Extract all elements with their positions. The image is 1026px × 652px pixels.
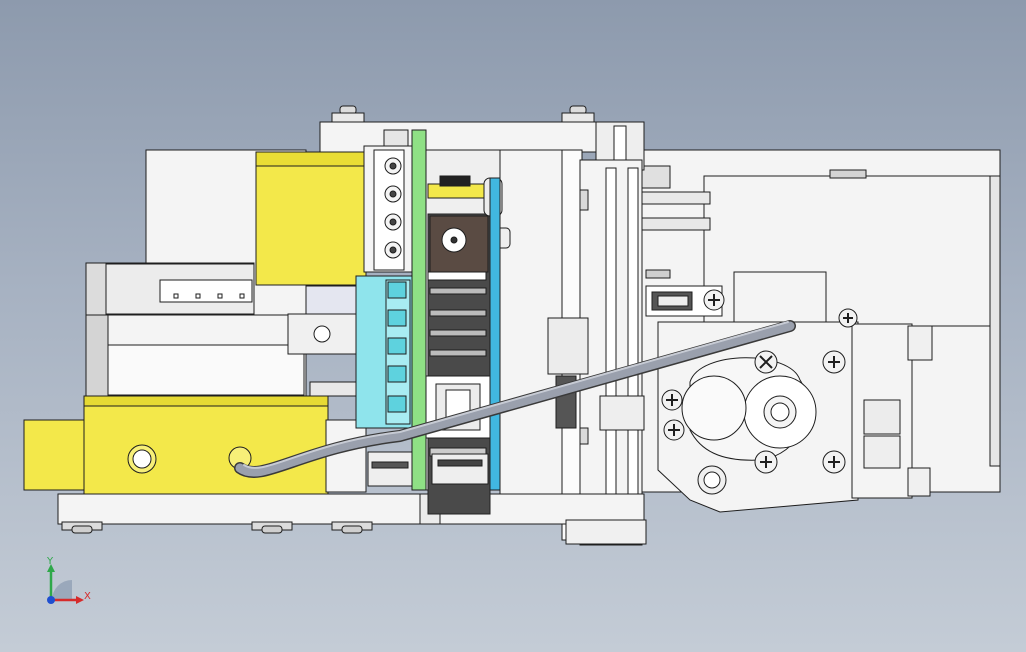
upper-yellow-block xyxy=(255,151,367,286)
pcb-lower-connectors xyxy=(367,451,489,487)
triad-origin xyxy=(47,596,55,604)
green-pcb xyxy=(411,129,427,491)
center-rail xyxy=(499,149,645,546)
screws xyxy=(661,289,858,474)
base-plate xyxy=(57,493,647,545)
gear-motor xyxy=(645,285,933,513)
lower-yellow-block xyxy=(23,395,329,495)
cable xyxy=(234,320,796,478)
triad-x-label: X xyxy=(84,591,91,602)
terminal-block-cyan xyxy=(355,275,415,429)
triad-y-label: Y xyxy=(46,556,54,567)
coordinate-triad: Y X xyxy=(46,556,91,604)
shaft-coupler xyxy=(287,285,367,493)
blue-pcb xyxy=(489,177,501,491)
connector-pins xyxy=(173,293,245,299)
terminal-block-4pin xyxy=(363,129,415,273)
